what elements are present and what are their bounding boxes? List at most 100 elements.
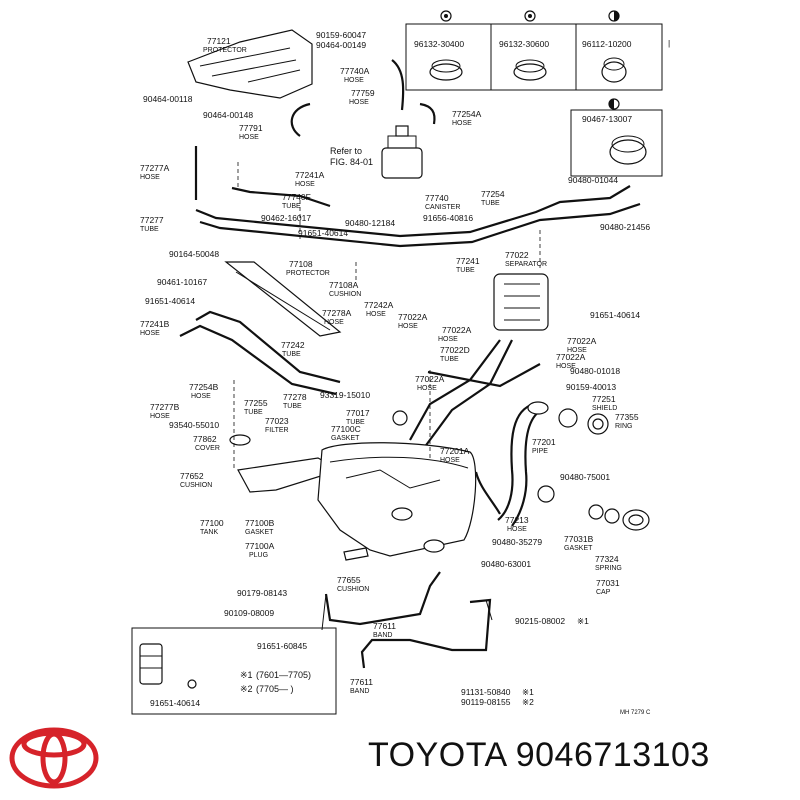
part-number: 77100C bbox=[331, 424, 361, 434]
part-name: HOSE bbox=[344, 77, 364, 84]
clamp-part-number: 96132-30600 bbox=[499, 39, 549, 49]
part-number: 77022A bbox=[398, 312, 428, 322]
part-number: 77759 bbox=[351, 88, 375, 98]
parts-diagram: 96132-30400 96132-30600 96112-10200 9046… bbox=[131, 10, 670, 716]
part-number: 77100B bbox=[245, 518, 275, 528]
part-number: 91656-40816 bbox=[423, 213, 473, 223]
part-name: CUSHION bbox=[337, 586, 369, 593]
part-number-title: 9046713103 bbox=[515, 736, 710, 774]
part-name: HOSE bbox=[349, 99, 369, 106]
part-number: 77791 bbox=[239, 123, 263, 133]
part-number: 77655 bbox=[337, 575, 361, 585]
part-name: TUBE bbox=[140, 226, 159, 233]
part-number: 77201 bbox=[532, 437, 556, 447]
part-name: BAND bbox=[373, 632, 392, 639]
part-number: 77242A bbox=[364, 300, 394, 310]
part-name: SEPARATOR bbox=[505, 261, 547, 268]
part-name: PLUG bbox=[249, 552, 268, 559]
part-name: TUBE bbox=[244, 409, 263, 416]
part-number: 90179-08143 bbox=[237, 588, 287, 598]
part-name: ※2 bbox=[522, 697, 534, 707]
part-number: 77022A bbox=[556, 352, 586, 362]
part-number: 77241B bbox=[140, 319, 170, 329]
part-number: 77022D bbox=[440, 345, 470, 355]
part-number: 77277B bbox=[150, 402, 180, 412]
part-name: HOSE bbox=[398, 323, 418, 330]
note-mark: ※2 bbox=[240, 684, 253, 694]
part-name: HOSE bbox=[295, 181, 315, 188]
part-number: 90464-00148 bbox=[203, 110, 253, 120]
brand-caption: TOYOTA 9046713103 bbox=[368, 736, 710, 775]
part-number: 90215-08002 bbox=[515, 616, 565, 626]
part-name: ※1 bbox=[522, 687, 534, 697]
part-number: 77278 bbox=[283, 392, 307, 402]
part-name: ※1 bbox=[577, 616, 589, 626]
part-number: 77277 bbox=[140, 215, 164, 225]
part-name: SHIELD bbox=[592, 405, 617, 412]
part-number: 77652 bbox=[180, 471, 204, 481]
part-number: 77108 bbox=[289, 259, 313, 269]
part-name: HOSE bbox=[140, 330, 160, 337]
diagram-drawing bbox=[179, 29, 650, 669]
brand-name: TOYOTA bbox=[368, 736, 506, 774]
part-number: 77031B bbox=[564, 534, 594, 544]
part-name: TUBE bbox=[283, 403, 302, 410]
part-number: 77022A bbox=[415, 374, 445, 384]
part-number: 77611 bbox=[373, 621, 396, 631]
part-number: 91651-40614 bbox=[298, 228, 348, 238]
part-number: 90464-00149 bbox=[316, 40, 366, 50]
part-name: GASKET bbox=[564, 545, 593, 552]
part-number: 90480-12184 bbox=[345, 218, 395, 228]
part-number: 77108A bbox=[329, 280, 359, 290]
part-name: CAP bbox=[596, 589, 611, 596]
part-number: 91651-60845 bbox=[257, 641, 307, 651]
part-number: 90480-01018 bbox=[570, 366, 620, 376]
part-number: 90480-21456 bbox=[600, 222, 650, 232]
part-name: TUBE bbox=[282, 351, 301, 358]
clamp-part-number: 96132-30400 bbox=[414, 39, 464, 49]
part-number: 90119-08155 bbox=[461, 697, 511, 707]
part-name: CUSHION bbox=[329, 291, 361, 298]
part-name: FILTER bbox=[265, 427, 289, 434]
part-name: HOSE bbox=[150, 413, 170, 420]
part-number: 77251 bbox=[592, 394, 616, 404]
part-number: 77740 bbox=[425, 193, 449, 203]
note-range: (7601—7705) bbox=[256, 670, 311, 680]
part-number: 77023 bbox=[265, 416, 289, 426]
part-number: 77277A bbox=[140, 163, 170, 173]
part-number: 91651-40614 bbox=[150, 698, 200, 708]
part-number: 90461-10167 bbox=[157, 277, 207, 287]
part-number: 90164-50048 bbox=[169, 249, 219, 259]
part-name: HOSE bbox=[239, 134, 259, 141]
part-name: PIPE bbox=[532, 448, 548, 455]
figure-code: MH 7279 C bbox=[620, 710, 651, 716]
part-number: 77242 bbox=[281, 340, 305, 350]
part-name: TUBE bbox=[456, 267, 475, 274]
part-number: 90480-35279 bbox=[492, 537, 542, 547]
refer-note: FIG. 84-01 bbox=[330, 157, 373, 167]
part-name: HOSE bbox=[140, 174, 160, 181]
part-number: 77201A bbox=[440, 446, 470, 456]
part-number: 77022 bbox=[505, 250, 529, 260]
part-number: 77022A bbox=[567, 336, 597, 346]
part-number: 91651-40614 bbox=[145, 296, 195, 306]
part-name: BAND bbox=[350, 688, 369, 695]
part-name: PROTECTOR bbox=[286, 270, 330, 277]
part-name: HOSE bbox=[438, 336, 458, 343]
part-number: 90464-00118 bbox=[143, 94, 193, 104]
part-number: 91131-50840 bbox=[461, 687, 511, 697]
part-number: 90480-63001 bbox=[481, 559, 531, 569]
part-name: HOSE bbox=[417, 385, 437, 392]
part-number: 77241A bbox=[295, 170, 325, 180]
part-number: 90159-60047 bbox=[316, 30, 366, 40]
clamps-panel: 96132-30400 96132-30600 96112-10200 9046… bbox=[405, 10, 670, 177]
hose-clamp-icon bbox=[513, 10, 547, 81]
part-name: TUBE bbox=[440, 356, 459, 363]
part-number: 77611 bbox=[350, 677, 373, 687]
part-name: HOSE bbox=[191, 393, 211, 400]
part-number: 77254A bbox=[452, 109, 482, 119]
part-number: 77017 bbox=[346, 408, 370, 418]
note-mark: ※1 bbox=[240, 670, 253, 680]
part-name: CANISTER bbox=[425, 204, 460, 211]
part-number: 90462-16017 bbox=[261, 213, 311, 223]
